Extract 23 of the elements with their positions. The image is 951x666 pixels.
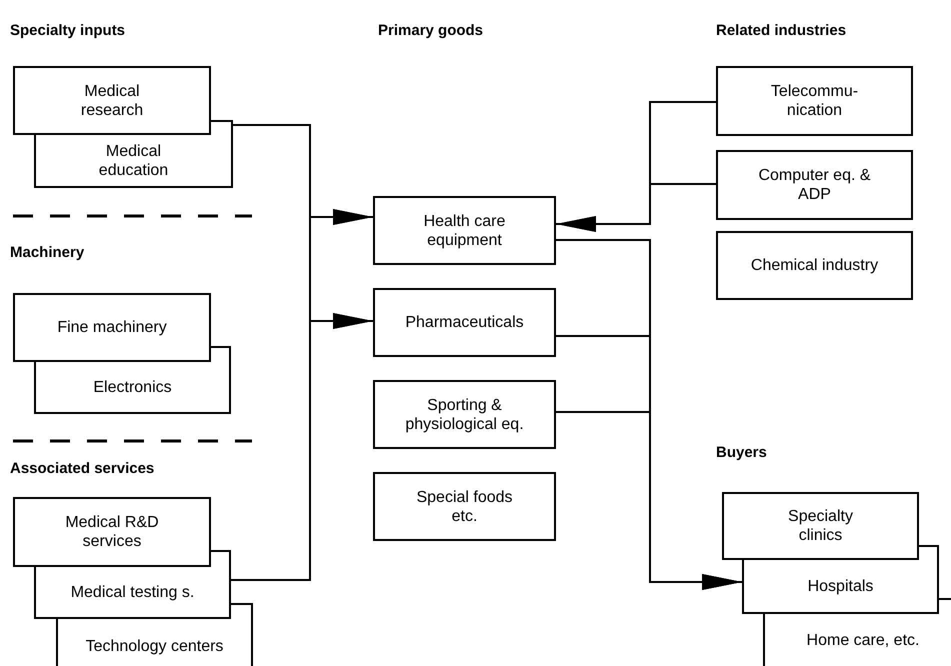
category-box: Computer eq. & ADP [716,150,913,220]
category-box: Technology centers [56,619,253,666]
category-box: Sporting & physiological eq. [373,380,556,449]
category-box: Fine machinery [13,293,211,362]
category-box: Medical R&D services [13,497,211,567]
section-heading: Buyers [716,444,767,461]
connector-arrow [556,183,716,232]
category-box: Health care equipment [373,196,556,265]
category-box: Medical research [13,66,211,135]
section-heading: Associated services [10,460,154,477]
section-heading: Specialty inputs [10,22,126,39]
category-box: Hospitals [742,560,939,614]
category-box: Pharmaceuticals [373,288,556,357]
category-box: Electronics [34,362,231,414]
section-heading: Primary goods [378,22,484,39]
category-box: Specialty clinics [722,492,919,560]
section-heading: Machinery [10,244,84,261]
category-box: Chemical industry [716,231,913,300]
category-box: Telecommu- nication [716,66,913,136]
category-box: Medical education [34,135,233,188]
section-heading: Related industries [716,22,846,39]
category-box: Medical testing s. [34,567,231,619]
category-box: Special foods etc. [373,472,556,541]
